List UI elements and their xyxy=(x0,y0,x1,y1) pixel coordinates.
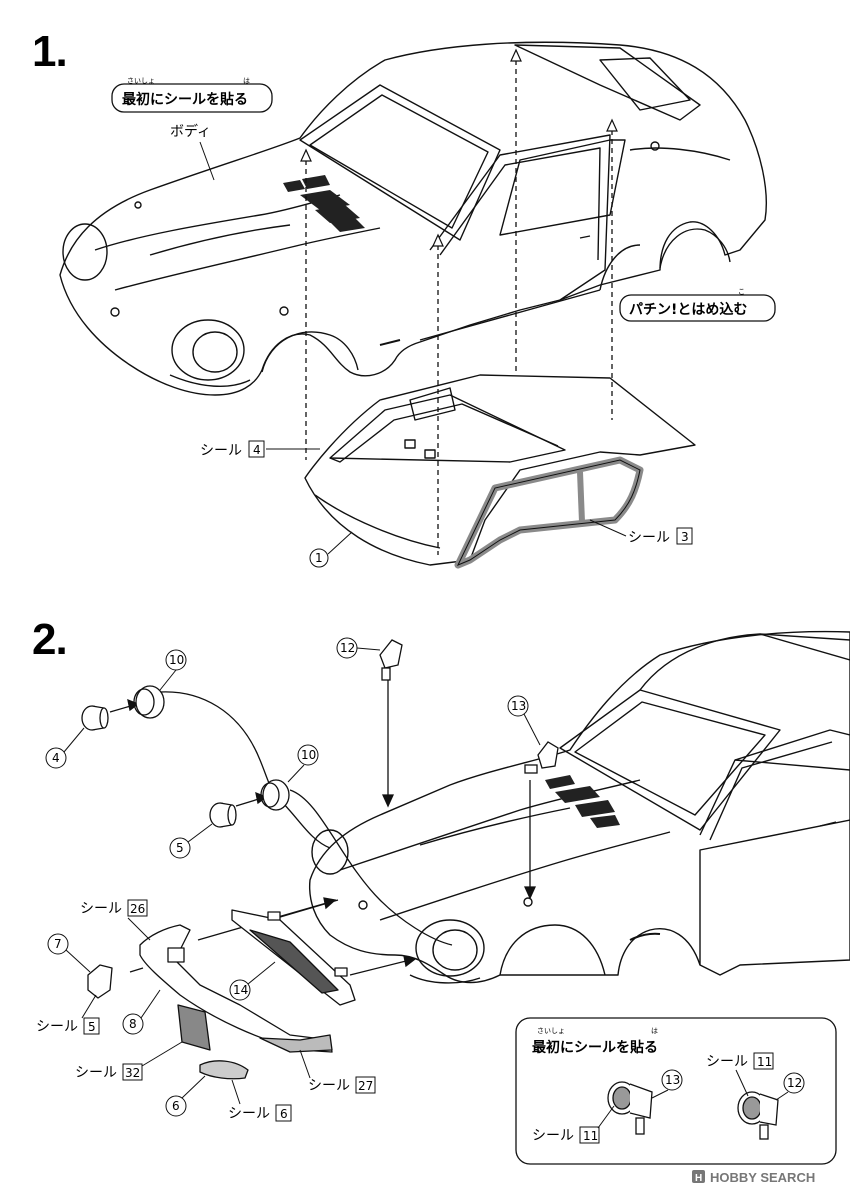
svg-text:10: 10 xyxy=(301,748,316,762)
seal-6-label: シール 6 xyxy=(228,1079,292,1122)
inset-part-12: 12 xyxy=(775,1072,805,1101)
part-1-label: 1 xyxy=(309,531,353,568)
svg-text:11: 11 xyxy=(757,1055,772,1069)
part-14-label: 14 xyxy=(229,961,276,1001)
assembly-arrows xyxy=(109,680,537,976)
connector-lines xyxy=(159,691,453,946)
svg-text:シール: シール xyxy=(80,901,122,917)
svg-text:7: 7 xyxy=(54,937,62,951)
inset-seal-11-b: シール 11 xyxy=(706,1052,774,1097)
svg-text:13: 13 xyxy=(665,1073,680,1087)
svg-text:13: 13 xyxy=(511,699,526,713)
seal-32-label: シール 32 xyxy=(75,1041,183,1081)
callout-text: 最初にシールを貼る xyxy=(122,91,248,108)
part-12-label: 12 xyxy=(336,637,381,659)
step-2: 2. xyxy=(32,615,850,1165)
part-1-number: 1 xyxy=(315,551,323,565)
front-lamp-parts xyxy=(81,685,290,828)
part-13-label: 13 xyxy=(507,695,541,746)
svg-text:12: 12 xyxy=(340,641,355,655)
side-mirror-parts xyxy=(379,639,559,774)
svg-text:27: 27 xyxy=(358,1079,373,1093)
svg-text:シール: シール xyxy=(532,1128,574,1144)
svg-text:14: 14 xyxy=(233,983,248,997)
seal-labels: シール 26 シール 5 シール 32 シール 27 xyxy=(36,899,376,1122)
seal-4-label: シール 4 xyxy=(200,440,320,459)
part-6-label: 6 xyxy=(165,1075,206,1117)
svg-text:4: 4 xyxy=(52,751,60,765)
car-body-illustration xyxy=(59,41,767,396)
snap-callout-text: パチン!とはめ込む xyxy=(629,301,747,318)
seal-3-text: シール xyxy=(628,530,670,546)
part-10-label-b: 10 xyxy=(287,744,319,783)
svg-text:シール: シール xyxy=(706,1054,748,1070)
svg-text:26: 26 xyxy=(130,902,145,916)
inset-part-13: 13 xyxy=(651,1069,683,1099)
svg-text:6: 6 xyxy=(172,1099,180,1113)
seal-5-label: シール 5 xyxy=(36,994,100,1035)
part-10-label-a: 10 xyxy=(159,649,187,691)
step-1: 1. さいしょ は 最初にシールを貼る ボディ xyxy=(32,27,776,569)
part-7-label: 7 xyxy=(47,933,91,973)
inset-seal-11-a: シール 11 xyxy=(532,1105,615,1144)
apply-stickers-first-callout: さいしょ は 最初にシールを貼る xyxy=(111,77,273,113)
part-8-label: 8 xyxy=(122,989,161,1035)
svg-text:11: 11 xyxy=(583,1129,598,1143)
watermark-text: HOBBY SEARCH xyxy=(710,1170,815,1185)
svg-text:6: 6 xyxy=(280,1107,288,1121)
svg-text:シール: シール xyxy=(75,1065,117,1081)
svg-text:8: 8 xyxy=(129,1017,137,1031)
svg-text:5: 5 xyxy=(88,1020,96,1034)
seal-4-text: シール xyxy=(200,443,242,459)
grille-and-bumper-parts xyxy=(87,909,356,1080)
part-5-label: 5 xyxy=(169,823,213,859)
inset-mirror-12 xyxy=(737,1091,779,1140)
body-label: ボディ xyxy=(170,123,211,140)
seal-4-number: 4 xyxy=(253,443,261,457)
inset-title: 最初にシールを貼る xyxy=(532,1039,658,1056)
seal-27-label: シール 27 xyxy=(299,1049,376,1094)
step-1-number: 1. xyxy=(32,27,67,76)
mirror-sticker-inset: さいしょ は 最初にシールを貼る シール 11 xyxy=(515,1017,837,1165)
body-leader xyxy=(199,141,215,181)
svg-text:シール: シール xyxy=(228,1106,270,1122)
svg-text:シール: シール xyxy=(308,1078,350,1094)
side-window-seal-frame xyxy=(454,456,644,569)
part-number-labels: 10 4 10 5 12 xyxy=(45,637,541,1117)
svg-text:5: 5 xyxy=(176,841,184,855)
svg-text:シール: シール xyxy=(36,1019,78,1035)
svg-text:12: 12 xyxy=(787,1076,802,1090)
hood-stripe-sticker xyxy=(283,175,365,232)
inset-ruby-ha: は xyxy=(651,1027,658,1035)
svg-text:32: 32 xyxy=(125,1066,140,1080)
svg-text:10: 10 xyxy=(169,653,184,667)
hood-stripe-sticker-2 xyxy=(545,775,620,828)
inset-mirror-13 xyxy=(607,1081,653,1135)
car-front-illustration xyxy=(308,630,850,984)
seal-26-label: シール 26 xyxy=(80,899,151,941)
seal-3-number: 3 xyxy=(681,530,689,544)
snap-ruby: こ xyxy=(738,288,745,296)
snap-in-callout: こ パチン!とはめ込む xyxy=(619,288,776,322)
guide-arrowheads xyxy=(300,48,618,247)
inset-ruby-saisho: さいしょ xyxy=(537,1027,565,1035)
window-glass-part-1 xyxy=(304,374,696,566)
step-2-number: 2. xyxy=(32,615,67,664)
svg-text:H: H xyxy=(695,1173,702,1184)
hobby-search-watermark: H HOBBY SEARCH xyxy=(692,1170,815,1185)
callout-ruby-saisho: さいしょ xyxy=(127,77,155,85)
part-4-label: 4 xyxy=(45,727,85,769)
assembly-guide-lines xyxy=(305,60,613,555)
callout-ruby-ha: は xyxy=(243,77,250,85)
seal-3-label: シール 3 xyxy=(589,519,693,546)
